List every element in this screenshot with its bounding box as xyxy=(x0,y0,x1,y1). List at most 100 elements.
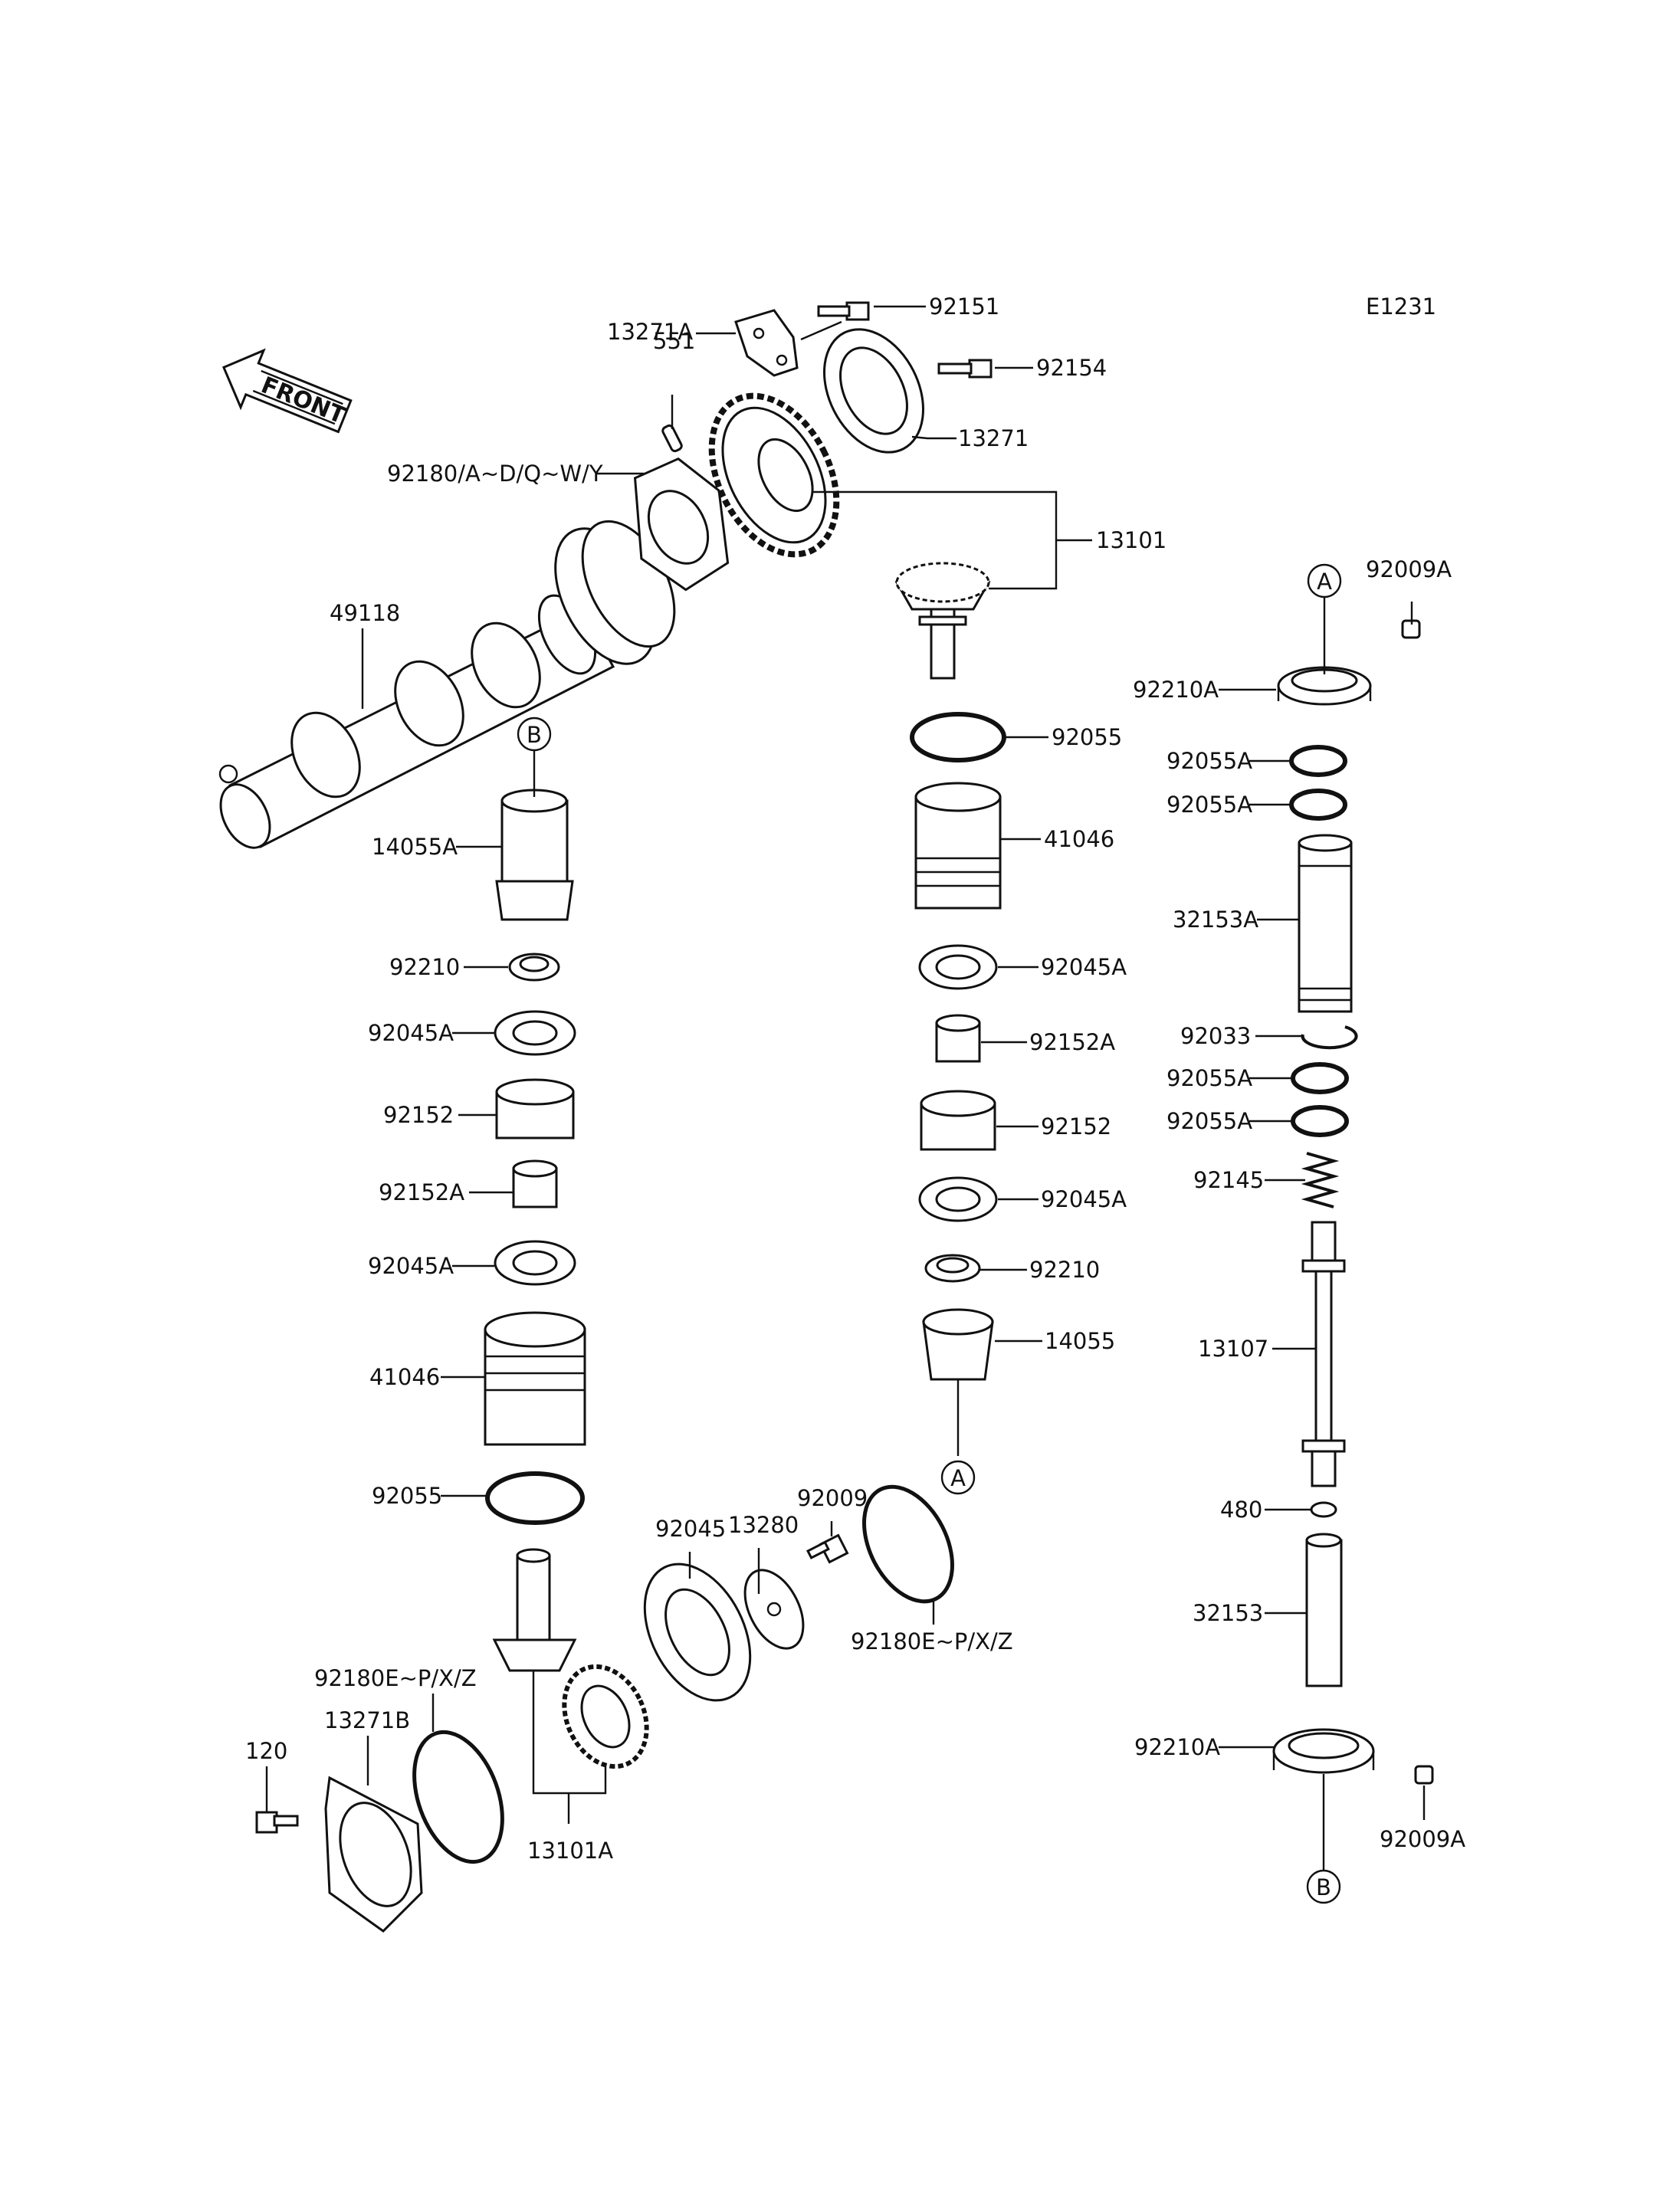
label-92210A-top: 92210A xyxy=(1133,677,1219,703)
bearing-92045A-right1 xyxy=(918,944,998,990)
bracket-13271A xyxy=(734,309,799,377)
label-14055: 14055 xyxy=(1045,1328,1115,1354)
spring-92145 xyxy=(1301,1152,1340,1208)
cover-13271B xyxy=(324,1776,423,1933)
label-92154: 92154 xyxy=(1036,355,1107,381)
timing-gear-13101 xyxy=(708,392,840,558)
nut-92210A-top xyxy=(1277,666,1372,706)
holder-14055A xyxy=(495,789,574,921)
collar-92152-right xyxy=(920,1090,996,1151)
label-13271: 13271 xyxy=(958,425,1029,451)
o-ring-92055A-1 xyxy=(1289,745,1347,777)
collar-92152A-right xyxy=(935,1014,981,1063)
washer-480 xyxy=(1310,1501,1337,1518)
bolt-120 xyxy=(255,1811,299,1834)
label-92180E-right: 92180E~P/X/Z xyxy=(851,1628,1013,1654)
nut-92210A-bottom xyxy=(1272,1728,1375,1774)
shaft-13107 xyxy=(1301,1221,1346,1487)
ref-marker-a-center: A xyxy=(940,1460,976,1495)
leader-lines xyxy=(265,305,1426,1870)
part-labels: 92151 13271A 92154 551 13271 92180/A~D/Q… xyxy=(245,293,1465,1864)
bearing-92045 xyxy=(643,1562,752,1702)
o-ring-92055A-4 xyxy=(1291,1105,1349,1137)
plate-13271 xyxy=(823,328,924,454)
label-13271A: 13271A xyxy=(607,319,693,345)
o-ring-92055-right xyxy=(910,712,1006,762)
housing-41046-left xyxy=(484,1311,586,1446)
label-92055A-4: 92055A xyxy=(1166,1108,1252,1134)
label-41046-left: 41046 xyxy=(369,1364,440,1390)
label-92055A-1: 92055A xyxy=(1166,748,1252,774)
o-ring-92055A-2 xyxy=(1289,789,1347,821)
svg-text:A: A xyxy=(1317,569,1332,595)
label-480: 480 xyxy=(1220,1497,1262,1523)
label-92009A-top: 92009A xyxy=(1366,556,1452,582)
bolt-92151 xyxy=(817,301,870,321)
label-92152-left: 92152 xyxy=(383,1102,454,1128)
label-14055A: 14055A xyxy=(372,834,458,860)
label-92033: 92033 xyxy=(1180,1023,1251,1049)
circlip-92033 xyxy=(1301,1025,1358,1050)
label-92210A-bottom: 92210A xyxy=(1134,1734,1220,1760)
ref-marker-a-top: A xyxy=(1307,563,1342,598)
collar-92152-left xyxy=(495,1078,575,1139)
o-ring-92055-left xyxy=(485,1471,585,1525)
ref-marker-b-bottom: B xyxy=(1306,1869,1341,1904)
diagram-id: E1231 xyxy=(1366,293,1436,320)
label-13107: 13107 xyxy=(1198,1336,1268,1362)
label-92145: 92145 xyxy=(1193,1167,1264,1193)
shaft-32153A xyxy=(1298,834,1353,1013)
bevel-gear-13101A xyxy=(492,1548,649,1769)
ref-marker-b-left: B xyxy=(517,716,552,752)
bolt-92154 xyxy=(937,359,993,379)
label-32153A: 32153A xyxy=(1173,907,1258,933)
label-92055A-2: 92055A xyxy=(1166,792,1252,818)
label-92055A-3: 92055A xyxy=(1166,1065,1252,1091)
holder-14055 xyxy=(922,1308,994,1381)
svg-text:B: B xyxy=(1316,1874,1331,1900)
label-13280: 13280 xyxy=(728,1512,799,1538)
label-92045A-right2: 92045A xyxy=(1041,1186,1127,1212)
gasket-92180 xyxy=(633,457,730,592)
label-92210-left: 92210 xyxy=(389,954,460,980)
bearing-92045A-left2 xyxy=(494,1240,576,1286)
label-13101A: 13101A xyxy=(527,1838,613,1864)
plug-92009A-bottom xyxy=(1414,1765,1434,1785)
label-92045A-left1: 92045A xyxy=(368,1020,454,1046)
svg-text:B: B xyxy=(527,722,542,748)
label-92055-left: 92055 xyxy=(372,1483,442,1509)
label-92009A-bottom: 92009A xyxy=(1380,1826,1465,1852)
nut-92210-right xyxy=(924,1254,981,1283)
label-551: 551 xyxy=(653,328,695,354)
collar-92152A-left xyxy=(512,1159,558,1208)
o-ring-92055A-3 xyxy=(1291,1062,1349,1094)
label-92055-right: 92055 xyxy=(1052,724,1122,750)
label-13101: 13101 xyxy=(1096,527,1166,553)
o-ring-92180E-right xyxy=(862,1484,954,1604)
camshaft xyxy=(218,520,676,849)
label-92180-top: 92180/A~D/Q~W/Y xyxy=(387,461,603,487)
label-120: 120 xyxy=(245,1738,287,1764)
label-32153: 32153 xyxy=(1193,1600,1263,1626)
housing-41046-right xyxy=(914,782,1002,910)
label-92009: 92009 xyxy=(797,1485,868,1511)
pin-551 xyxy=(661,424,683,453)
label-92180E-left: 92180E~P/X/Z xyxy=(314,1665,477,1691)
label-92152A-right: 92152A xyxy=(1029,1029,1115,1055)
label-92045A-right1: 92045A xyxy=(1041,954,1127,980)
label-13271B: 13271B xyxy=(324,1707,410,1733)
label-92151: 92151 xyxy=(929,293,999,320)
bearing-92045A-left1 xyxy=(494,1010,576,1056)
label-92210-right: 92210 xyxy=(1029,1257,1100,1283)
svg-text:A: A xyxy=(950,1465,966,1491)
label-92152-right: 92152 xyxy=(1041,1113,1111,1139)
nut-92210-left xyxy=(508,953,560,982)
bevel-gear-shaft-13101 xyxy=(894,562,991,680)
label-92045A-left2: 92045A xyxy=(368,1253,454,1279)
label-41046-right: 41046 xyxy=(1044,826,1114,852)
front-arrow-icon: FRONT xyxy=(221,348,353,434)
o-ring-92180E-left xyxy=(412,1730,504,1864)
screw-92009 xyxy=(806,1533,849,1564)
label-92045: 92045 xyxy=(655,1516,726,1542)
